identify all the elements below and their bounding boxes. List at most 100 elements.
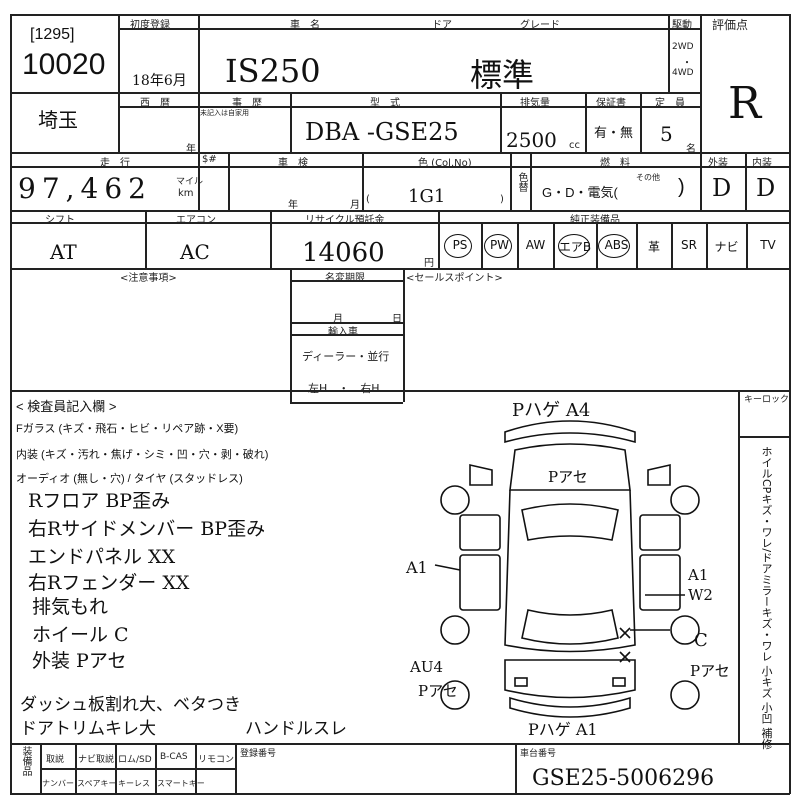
region-label: 西 暦	[140, 98, 170, 109]
fuel-close: )	[678, 176, 685, 198]
diagram-left-note: A1	[406, 558, 428, 577]
interior-line: 内装 (キズ・汚れ・焦げ・シミ・凹・穴・剥・破れ)	[16, 449, 269, 461]
note-2: 右Rサイドメンバー BP歪み	[28, 518, 266, 540]
inspection-label: 車 検	[278, 158, 308, 169]
shaken-label: $#	[202, 154, 217, 165]
inspection-year: 年	[288, 200, 298, 211]
displacement-value: 2500	[506, 128, 557, 152]
drive-dot: ・	[682, 58, 692, 69]
diagram-right-note3: C	[694, 630, 708, 651]
diagram-right-note2: W2	[688, 586, 713, 604]
score-value: R	[728, 78, 762, 129]
chassis-value: GSE25-5006296	[532, 766, 715, 791]
car-diagram	[434, 420, 700, 718]
ac-label: エアコン	[176, 215, 216, 226]
score-label: 評価点	[712, 18, 749, 32]
first-reg-label: 初度登録	[130, 20, 170, 31]
fuel-other: その他	[636, 173, 660, 182]
region-value: 埼玉	[38, 110, 78, 132]
footer-item-navi-manual: ナビ取説	[78, 755, 115, 765]
chassis-label: 車台番号	[520, 749, 557, 759]
capacity-value: 5	[660, 122, 673, 146]
drive-2wd: 2WD	[672, 42, 694, 52]
footer-item-rom: ロム/SD	[118, 755, 152, 765]
color-paren-open: (	[366, 194, 370, 205]
exterior-value: D	[712, 174, 732, 202]
color-label: 色 (Col.No)	[418, 158, 472, 169]
model-label: 型 式	[370, 98, 400, 109]
diagram-bottom-note: Pハゲ A1	[528, 720, 598, 739]
diagram-bottom-left2: Pアセ	[418, 682, 458, 700]
import-label: 輸入車	[328, 327, 358, 338]
footer-item-bcas: B-CAS	[160, 752, 188, 762]
circle-airbag-mark	[558, 234, 590, 258]
color-paren-close: )	[500, 194, 504, 205]
footer-item-remote: リモコン	[198, 755, 235, 765]
inspector-title: < 検査員記入欄 >	[16, 399, 117, 414]
equip-sr: SR	[681, 238, 697, 252]
grade-label: グレード	[520, 20, 560, 31]
equip-aw: AW	[525, 238, 546, 252]
name-change-month: 月	[333, 314, 343, 325]
diagram-right-note1: A1	[688, 566, 709, 584]
footer-item-keyless: キーレス	[118, 779, 150, 788]
note-7: 外装 Pアセ	[32, 650, 127, 672]
equipment-label: 純正装備品	[570, 215, 620, 226]
caution-label: <注意事項>	[120, 273, 177, 284]
mileage-value: 97,462	[18, 172, 152, 205]
note-bottom-1: ダッシュ板割れ大、ベタつき	[20, 695, 241, 715]
shift-value: AT	[50, 240, 77, 264]
circle-ps-mark	[444, 234, 472, 258]
note-6: ホイール C	[32, 624, 129, 646]
diagram-top-note: Pハゲ A4	[512, 400, 591, 421]
note-bottom-3: ハンドルスレ	[245, 719, 347, 739]
model-value: DBA -GSE25	[305, 118, 459, 146]
displacement-label: 排気量	[520, 98, 550, 109]
dealer-label: ディーラー・並行	[302, 350, 390, 363]
note-bottom-2: ドアトリムキレ大	[20, 719, 156, 739]
mileage-unit-mile: マイル	[176, 177, 204, 187]
fuel-value: G・D・電気(	[542, 185, 618, 200]
year-unit: 年	[186, 144, 196, 155]
f-glass-line: Fガラス (キズ・飛石・ヒビ・リペア跡・X要)	[16, 423, 239, 435]
audio-line: オーディオ (無し・穴) / タイヤ (スタッドレス)	[16, 473, 243, 485]
keyless-label: キーロック	[744, 395, 790, 405]
interior-label: 内装	[752, 158, 772, 169]
first-reg-value: 18年6月	[132, 73, 187, 89]
inspection-month: 月	[350, 200, 360, 211]
ac-value: AC	[180, 240, 210, 264]
note-5: 排気もれ	[32, 596, 109, 618]
capacity-unit: 名	[686, 144, 696, 155]
warranty-label: 保証書	[596, 98, 626, 109]
mileage-label: 走 行	[100, 158, 130, 169]
recycle-label: リサイクル預託金	[305, 215, 385, 226]
drive-4wd: 4WD	[672, 68, 694, 78]
reg-number-label: 登録番号	[240, 749, 277, 759]
footer-item-sparekey: スペアキー	[77, 779, 117, 788]
note-3: エンドパネル XX	[28, 546, 176, 568]
warranty-value: 有・無	[594, 125, 634, 140]
footer-item-manual: 取説	[46, 755, 65, 765]
history-note: 未記入は自家用	[200, 109, 249, 117]
footer-equip-label: 装備品	[20, 746, 31, 776]
fuel-label: 燃 料	[600, 158, 630, 169]
footer-item-smartkey: スマートキー	[157, 779, 205, 788]
name-change-label: 名変期限	[325, 273, 365, 284]
diagram-right-note4: Pアセ	[690, 662, 730, 680]
lot-code: [1295]	[30, 26, 75, 43]
capacity-label: 定 員	[655, 98, 685, 109]
footer-item-plate: ナンバー	[42, 779, 74, 788]
mileage-unit-km: km	[178, 188, 194, 199]
equip-navi: ナビ	[714, 240, 739, 254]
drive-label: 駆動	[672, 20, 692, 31]
note-4: 右Rフェンダー XX	[28, 572, 190, 594]
displacement-unit: cc	[569, 140, 580, 151]
car-name-label: 車 名	[290, 20, 320, 31]
exterior-label: 外装	[708, 158, 728, 169]
history-label: 事 歴	[232, 98, 262, 109]
equip-leather: 革	[647, 240, 660, 254]
lot-number: 10020	[22, 48, 106, 81]
handle-label: 左H ・ 右H	[308, 382, 380, 395]
note-1: Rフロア BP歪み	[28, 490, 171, 512]
sales-point-label: <セールスポイント>	[406, 273, 503, 284]
